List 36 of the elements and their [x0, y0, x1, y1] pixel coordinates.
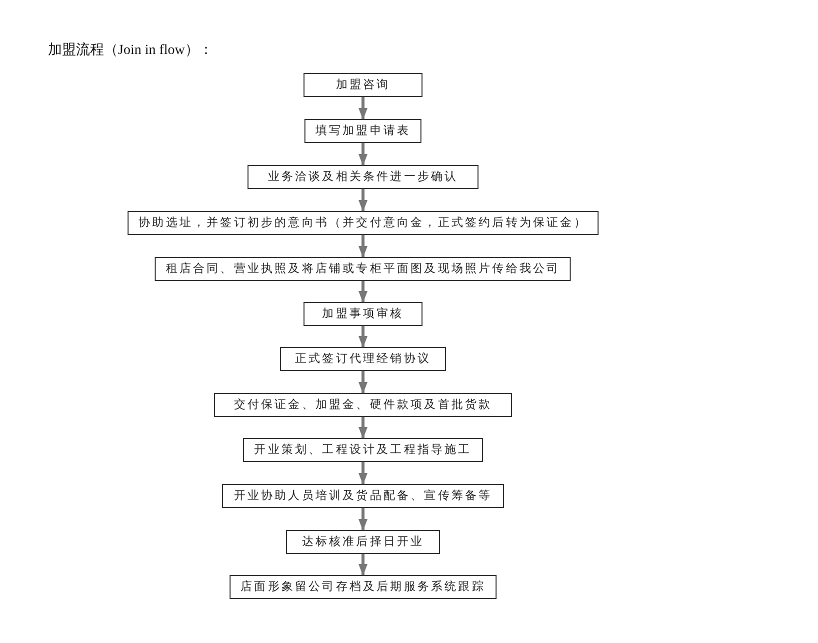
process-box: [248, 165, 478, 189]
arrow: [358, 417, 368, 439]
process-box: [304, 302, 422, 326]
process-box: [214, 393, 512, 417]
arrow: [358, 462, 368, 485]
step-label: 开业策划、工程设计及工程指导施工: [254, 443, 472, 457]
step-label: 开业协助人员培训及货品配备、宣传筹备等: [234, 489, 492, 503]
title: 加盟流程（Join in flow）：: [48, 41, 213, 59]
step-label: 达标核准后择日开业: [302, 535, 424, 549]
arrow: [358, 281, 368, 303]
arrow: [358, 508, 368, 531]
step-label: 填写加盟申请表: [315, 124, 411, 138]
step-label: 租店合同、营业执照及将店铺或专柜平面图及现场照片传给我公司: [166, 262, 560, 276]
process-box: [222, 484, 504, 508]
process-box: [243, 438, 483, 462]
process-box: [154, 257, 572, 281]
step-label: 业务洽谈及相关条件进一步确认: [268, 170, 458, 184]
process-box: [128, 211, 598, 235]
step-label: 加盟咨询: [336, 78, 390, 92]
process-box: [230, 575, 496, 599]
arrow: [358, 235, 368, 258]
process-box: [286, 530, 440, 554]
step-label: 正式签订代理经销协议: [295, 352, 431, 366]
arrow: [358, 326, 368, 348]
process-box: [304, 73, 422, 97]
step-label: 协助选址，并签订初步的意向书（并交付意向金，正式签约后转为保证金）: [138, 216, 588, 230]
process-box: [280, 347, 446, 371]
step-label: 交付保证金、加盟金、硬件款项及首批货款: [234, 398, 492, 412]
process-box: [304, 119, 422, 143]
arrow: [358, 189, 368, 212]
step-label: 店面形象留公司存档及后期服务系统跟踪: [240, 580, 486, 594]
step-label: 加盟事项审核: [322, 307, 404, 321]
arrow: [358, 371, 368, 394]
arrow: [358, 97, 368, 120]
arrow: [358, 143, 368, 166]
arrow: [358, 554, 368, 576]
